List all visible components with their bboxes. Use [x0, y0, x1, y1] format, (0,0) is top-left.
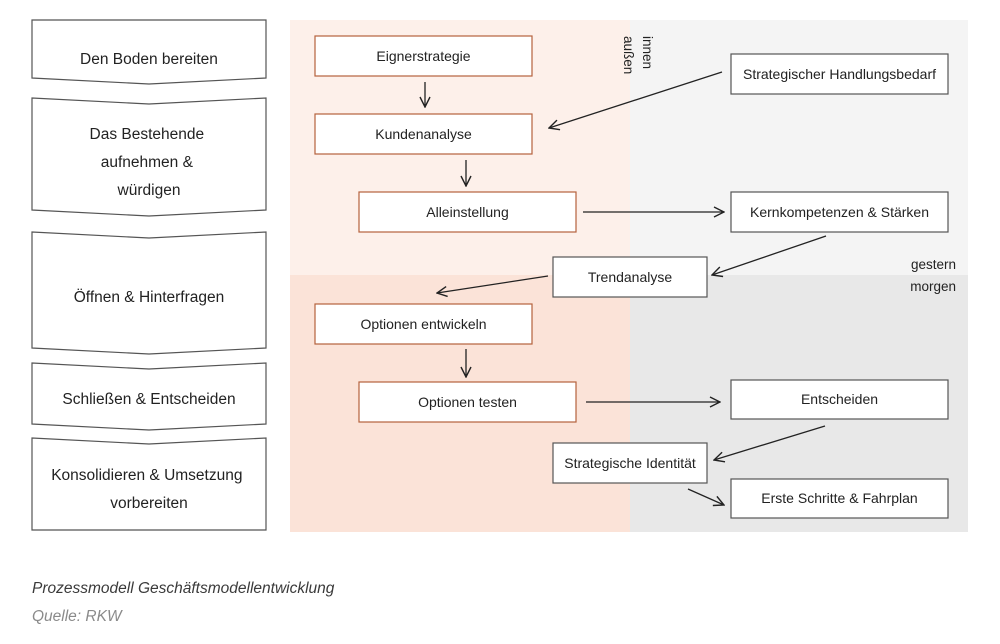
box-entscheiden-label: Entscheiden — [801, 391, 878, 407]
phase-label: Konsolidieren & Umsetzung vorbereiten — [51, 467, 247, 512]
box-kundenanalyse-label: Kundenanalyse — [375, 126, 472, 142]
phase-label: Öffnen & Hinterfragen — [74, 288, 225, 306]
phase-chevron — [31, 19, 267, 85]
box-optionen-entwickeln — [314, 303, 533, 345]
box-alleinstellung — [358, 191, 577, 233]
box-strategische-identitaet-label: Strategische Identität — [564, 455, 696, 471]
process-boxes: Eignerstrategie Kundenanalyse Alleinstel… — [314, 35, 949, 519]
label-tomorrow: morgen — [910, 279, 956, 294]
box-handlungsbedarf — [730, 53, 949, 95]
box-erste-schritte — [730, 478, 949, 519]
box-trendanalyse-label: Trendanalyse — [588, 269, 673, 285]
box-strategische-identitaet — [552, 442, 708, 484]
phase-chevron — [31, 437, 267, 531]
arrow-identitaet-to-erste-schritte — [687, 488, 724, 505]
phase-chevron — [31, 362, 267, 431]
box-optionen-testen-label: Optionen testen — [418, 394, 517, 410]
figure-caption: Prozessmodell Geschäftsmodellentwicklung — [32, 580, 335, 597]
phase-chevron — [31, 97, 267, 217]
label-yesterday: gestern — [911, 257, 956, 272]
arrow-kernkompetenzen-to-trend — [712, 235, 827, 275]
box-entscheiden — [730, 379, 949, 420]
phase-label: Den Boden bereiten — [80, 51, 218, 68]
box-eignerstrategie — [314, 35, 533, 77]
figure-source: Quelle: RKW — [32, 608, 122, 625]
phase-chevron — [31, 231, 267, 355]
box-alleinstellung-label: Alleinstellung — [426, 204, 509, 220]
arrow-entscheiden-to-identitaet — [714, 425, 826, 460]
box-kundenanalyse — [314, 113, 533, 155]
phase-chevrons: Den Boden bereiten Das Bestehende aufneh… — [31, 19, 267, 531]
label-outside: außen — [621, 36, 636, 74]
box-erste-schritte-label: Erste Schritte & Fahrplan — [761, 490, 917, 506]
box-eignerstrategie-label: Eignerstrategie — [376, 48, 470, 64]
box-kernkompetenzen-label: Kernkompetenzen & Stärken — [750, 204, 929, 220]
arrow-trend-to-optionen — [437, 275, 549, 293]
box-handlungsbedarf-label: Strategischer Handlungsbedarf — [743, 66, 936, 82]
box-trendanalyse — [552, 256, 708, 298]
box-kernkompetenzen — [730, 191, 949, 233]
label-inside: innen — [640, 36, 655, 69]
box-optionen-entwickeln-label: Optionen entwickeln — [360, 316, 486, 332]
box-optionen-testen — [358, 381, 577, 423]
flow-arrows — [425, 71, 827, 505]
arrow-handlungsbedarf-to-kunden — [549, 71, 723, 128]
phase-label: Schließen & Entscheiden — [62, 391, 235, 408]
phase-label: Das Bestehende aufnehmen & würdigen — [90, 126, 209, 199]
